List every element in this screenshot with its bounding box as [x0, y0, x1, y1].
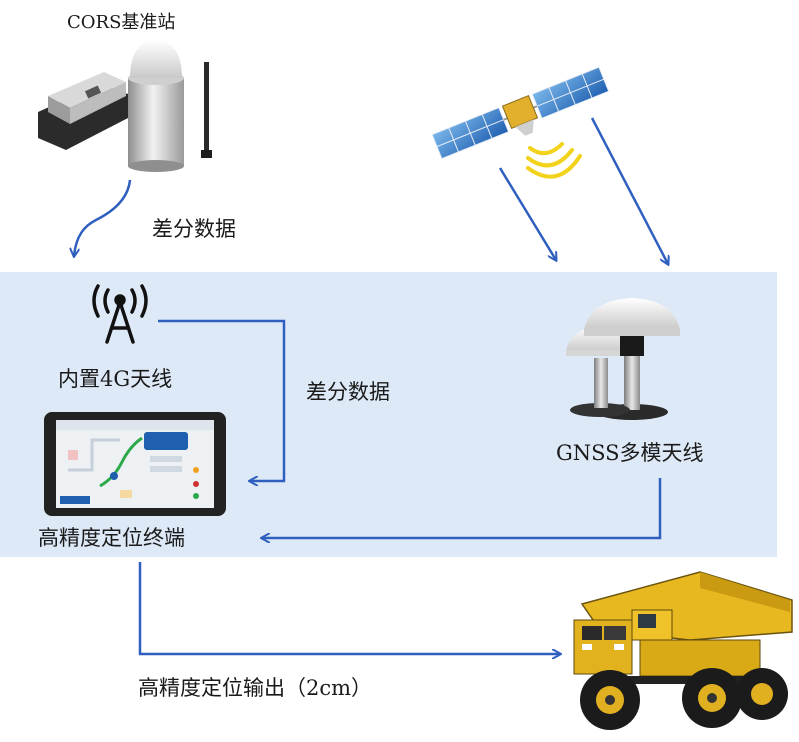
terminal-label: 高精度定位终端 [38, 526, 185, 550]
diff-data-label-1: 差分数据 [152, 217, 236, 241]
tablet-terminal-image [44, 412, 226, 516]
gnss-antenna-image [566, 298, 680, 420]
positioning-output-label: 高精度定位输出（2cm） [138, 676, 373, 700]
mining-truck-image [573, 571, 793, 730]
cell-tower-icon [92, 284, 148, 344]
cors-station-label: CORS基准站 [67, 12, 176, 33]
arrow-cors-to-4g [74, 179, 132, 256]
arrow-satellite-1 [498, 167, 556, 260]
gnss-antenna-label: GNSS多模天线 [556, 441, 704, 465]
antenna-4g-label: 内置4G天线 [58, 367, 173, 391]
signal-waves-icon [526, 142, 582, 179]
diff-data-label-2: 差分数据 [306, 380, 390, 404]
arrow-4g-to-terminal [158, 319, 286, 481]
arrow-terminal-to-truck [138, 562, 560, 654]
arrow-satellite-2 [590, 117, 668, 264]
satellite-icon [431, 66, 610, 160]
cors-base-station-image [38, 40, 212, 172]
arrow-gnss-to-terminal [262, 478, 662, 538]
